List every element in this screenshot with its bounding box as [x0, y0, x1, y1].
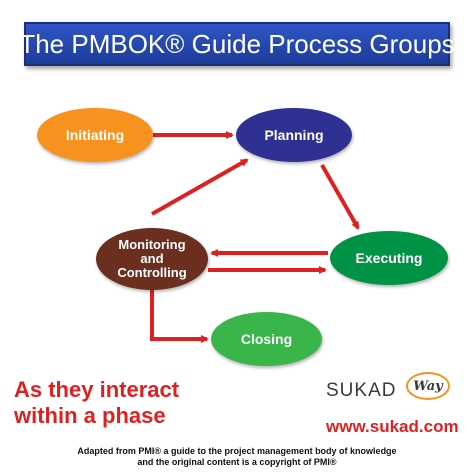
tagline: As they interact within a phase	[14, 377, 180, 428]
arrow-monitoring-to-closing	[150, 290, 209, 343]
node-closing: Closing	[211, 312, 322, 366]
node-planning: Planning	[236, 108, 352, 162]
page-title: The PMBOK® Guide Process Groups	[19, 28, 455, 59]
node-executing: Executing	[330, 231, 448, 285]
brand-way-mark: Way	[406, 372, 450, 400]
arrow-monitoring-to-planning	[151, 158, 249, 216]
brand-name: SUKAD	[326, 380, 397, 401]
title-banner: The PMBOK® Guide Process Groups	[19, 22, 455, 66]
footnote-line-2: and the original content is a copyright …	[137, 457, 337, 467]
brand-logo: SUKAD Way	[326, 370, 466, 410]
node-executing-label: Executing	[355, 250, 423, 266]
node-initiating: Initiating	[37, 108, 153, 162]
footnote: Adapted from PMI® a guide to the project…	[10, 446, 464, 468]
node-monitoring-label: Monitoring and Controlling	[117, 237, 187, 280]
arrow-planning-to-executing	[320, 164, 360, 230]
node-monitoring-controlling: Monitoring and Controlling	[96, 228, 208, 290]
node-initiating-label: Initiating	[65, 127, 125, 143]
node-planning-label: Planning	[264, 127, 324, 143]
website-link[interactable]: www.sukad.com	[326, 417, 459, 436]
footnote-line-1: Adapted from PMI® a guide to the project…	[77, 446, 397, 456]
node-closing-label: Closing	[240, 331, 293, 347]
